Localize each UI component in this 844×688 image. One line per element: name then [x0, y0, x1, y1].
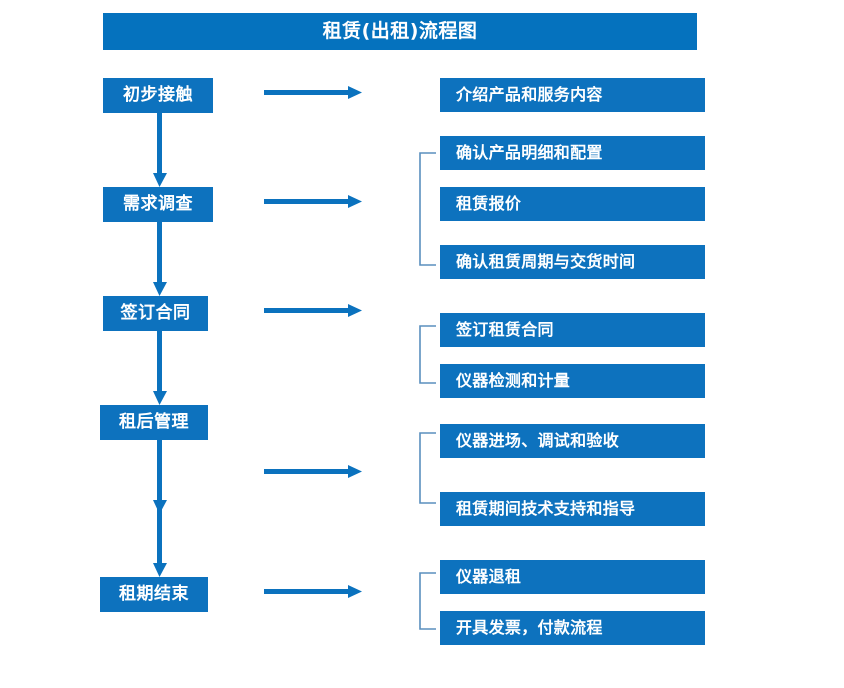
stage-box-4[interactable]: 租后管理 — [100, 405, 208, 440]
detail-box-6[interactable]: 仪器检测和计量 — [440, 364, 705, 398]
group-bracket-2 — [418, 325, 438, 384]
detail-box-label: 介绍产品和服务内容 — [456, 85, 603, 104]
detail-box-8[interactable]: 租赁期间技术支持和指导 — [440, 492, 705, 526]
detail-box-9[interactable]: 仪器退租 — [440, 560, 705, 594]
flow-arrow-right-1 — [264, 84, 362, 102]
flow-arrow-down-3 — [150, 331, 170, 405]
flow-arrow-down-1 — [150, 113, 170, 187]
flow-arrow-right-3 — [264, 302, 362, 320]
detail-box-label: 租赁期间技术支持和指导 — [456, 499, 636, 518]
group-bracket-1 — [418, 152, 438, 266]
detail-box-7[interactable]: 仪器进场、调试和验收 — [440, 424, 705, 458]
detail-box-label: 确认产品明细和配置 — [456, 143, 603, 162]
flow-arrow-down-5 — [150, 503, 170, 577]
detail-box-label: 租赁报价 — [456, 194, 522, 213]
stage-box-label: 租期结束 — [119, 584, 189, 604]
stage-box-label: 租后管理 — [119, 412, 189, 432]
flow-arrow-right-5 — [264, 583, 362, 601]
stage-box-1[interactable]: 初步接触 — [103, 78, 213, 113]
group-bracket-3 — [418, 432, 438, 504]
detail-box-3[interactable]: 租赁报价 — [440, 187, 705, 221]
detail-box-4[interactable]: 确认租赁周期与交货时间 — [440, 245, 705, 279]
stage-box-label: 初步接触 — [123, 85, 193, 105]
flow-arrow-right-2 — [264, 193, 362, 211]
flow-arrow-down-2 — [150, 222, 170, 296]
detail-box-label: 开具发票，付款流程 — [456, 618, 603, 637]
page-title: 租赁(出租)流程图 — [322, 20, 478, 42]
stage-box-3[interactable]: 签订合同 — [103, 296, 208, 331]
group-bracket-4 — [418, 572, 438, 630]
detail-box-2[interactable]: 确认产品明细和配置 — [440, 136, 705, 170]
stage-box-5[interactable]: 租期结束 — [100, 577, 208, 612]
detail-box-10[interactable]: 开具发票，付款流程 — [440, 611, 705, 645]
detail-box-label: 仪器进场、调试和验收 — [456, 431, 620, 450]
detail-box-label: 确认租赁周期与交货时间 — [456, 252, 636, 271]
stage-box-label: 需求调查 — [123, 194, 193, 214]
stage-box-2[interactable]: 需求调查 — [103, 187, 213, 222]
diagram-title-bar: 租赁(出租)流程图 — [103, 13, 697, 50]
detail-box-label: 仪器检测和计量 — [456, 371, 571, 390]
stage-box-label: 签订合同 — [120, 303, 191, 323]
detail-box-1[interactable]: 介绍产品和服务内容 — [440, 78, 705, 112]
flow-arrow-right-4 — [264, 463, 362, 481]
detail-box-label: 签订租赁合同 — [456, 320, 554, 339]
detail-box-5[interactable]: 签订租赁合同 — [440, 313, 705, 347]
detail-box-label: 仪器退租 — [456, 567, 522, 586]
